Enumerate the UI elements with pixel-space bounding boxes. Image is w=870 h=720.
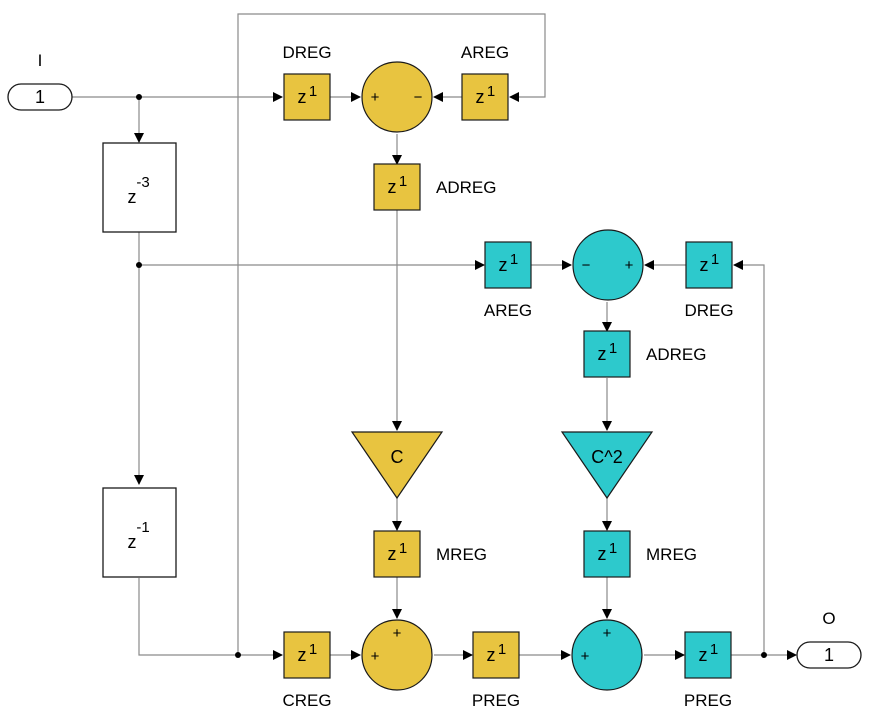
cyan-areg-block[interactable]: z 1 AREG [484,241,532,320]
unit-delay-base: z [699,645,708,665]
unit-delay-base: z [388,544,397,564]
inport-number: 1 [35,87,45,107]
sum-sign: − [414,89,423,106]
unit-delay-base: z [487,645,496,665]
unit-delay-exp: 1 [498,641,506,658]
gold-adreg-block[interactable]: z 1 ADREG [373,163,496,211]
gold-subtract-sum[interactable]: + − [361,61,433,133]
delay3-base: z [128,187,137,207]
unit-delay-base: z [388,177,397,197]
wire-delay3-to-cyan-areg [138,232,485,270]
gold-dreg-label: DREG [282,43,331,62]
wire-delay1-to-creg [138,578,283,660]
unit-delay-base: z [298,645,307,665]
unit-delay-exp: 1 [609,340,617,357]
cyan-gain-block[interactable]: C^2 [560,431,654,500]
delay3-exponent: -3 [136,174,149,191]
gold-gain-label: C [391,447,404,467]
sum-sign: + [581,648,590,665]
delay-block-z3[interactable]: z -3 [102,142,177,233]
cyan-gain-label: C^2 [591,447,622,467]
wire-feedback-gold-areg [237,13,546,655]
sum-sign: + [371,648,380,665]
junctions [136,94,767,658]
delay1-exponent: -1 [136,519,149,536]
gold-areg-label: AREG [461,43,509,62]
outport[interactable]: 1 O [796,609,862,669]
gold-add-sum[interactable]: + + [361,619,433,691]
cyan-preg-block[interactable]: z 1 PREG [684,631,732,710]
unit-delay-base: z [298,87,307,107]
wires [72,13,797,660]
unit-delay-exp: 1 [710,641,718,658]
gold-dreg-block[interactable]: z 1 DREG [282,43,332,121]
unit-delay-exp: 1 [309,83,317,100]
gold-areg-block[interactable]: z 1 AREG [461,43,509,121]
gold-preg-block[interactable]: z 1 PREG [472,631,520,710]
unit-delay-base: z [700,255,709,275]
cyan-dreg-label: DREG [684,301,733,320]
gold-adreg-label: ADREG [436,178,496,197]
gold-gain-block[interactable]: C [350,431,444,500]
junction-dot [136,262,142,268]
creg-label: CREG [282,691,331,710]
wire-feedback-cyan-dreg [733,260,765,655]
delay1-base: z [128,532,137,552]
gold-preg-label: PREG [472,691,520,710]
inport[interactable]: 1 I [7,51,73,111]
cyan-preg-label: PREG [684,691,732,710]
unit-delay-exp: 1 [309,641,317,658]
cyan-subtract-sum[interactable]: − + [572,229,644,301]
inport-name: I [38,51,43,70]
outport-number: 1 [824,645,834,665]
junction-dot [761,652,767,658]
outport-name: O [822,609,835,628]
unit-delay-base: z [499,255,508,275]
cyan-dreg-block[interactable]: z 1 DREG [684,241,734,320]
unit-delay-base: z [598,544,607,564]
gold-mreg-block[interactable]: z 1 MREG [373,530,487,578]
unit-delay-exp: 1 [399,540,407,557]
sum-sign: + [625,257,634,274]
delay-block-z1[interactable]: z -1 [102,487,177,578]
unit-delay-exp: 1 [711,251,719,268]
unit-delay-base: z [476,87,485,107]
gold-mreg-label: MREG [436,545,487,564]
junction-dot [136,94,142,100]
cyan-mreg-block[interactable]: z 1 MREG [583,530,697,578]
sum-sign: + [371,89,380,106]
unit-delay-base: z [598,344,607,364]
sum-sign: + [393,625,402,642]
cyan-add-sum[interactable]: + + [571,619,643,691]
unit-delay-exp: 1 [487,83,495,100]
creg-block[interactable]: z 1 CREG [282,631,332,710]
cyan-mreg-label: MREG [646,545,697,564]
sum-sign: + [603,625,612,642]
cyan-adreg-label: ADREG [646,345,706,364]
junction-dot [235,652,241,658]
cyan-adreg-block[interactable]: z 1 ADREG [583,330,706,378]
unit-delay-exp: 1 [609,540,617,557]
cyan-areg-label: AREG [484,301,532,320]
sum-sign: − [582,257,591,274]
unit-delay-exp: 1 [399,173,407,190]
unit-delay-exp: 1 [510,251,518,268]
